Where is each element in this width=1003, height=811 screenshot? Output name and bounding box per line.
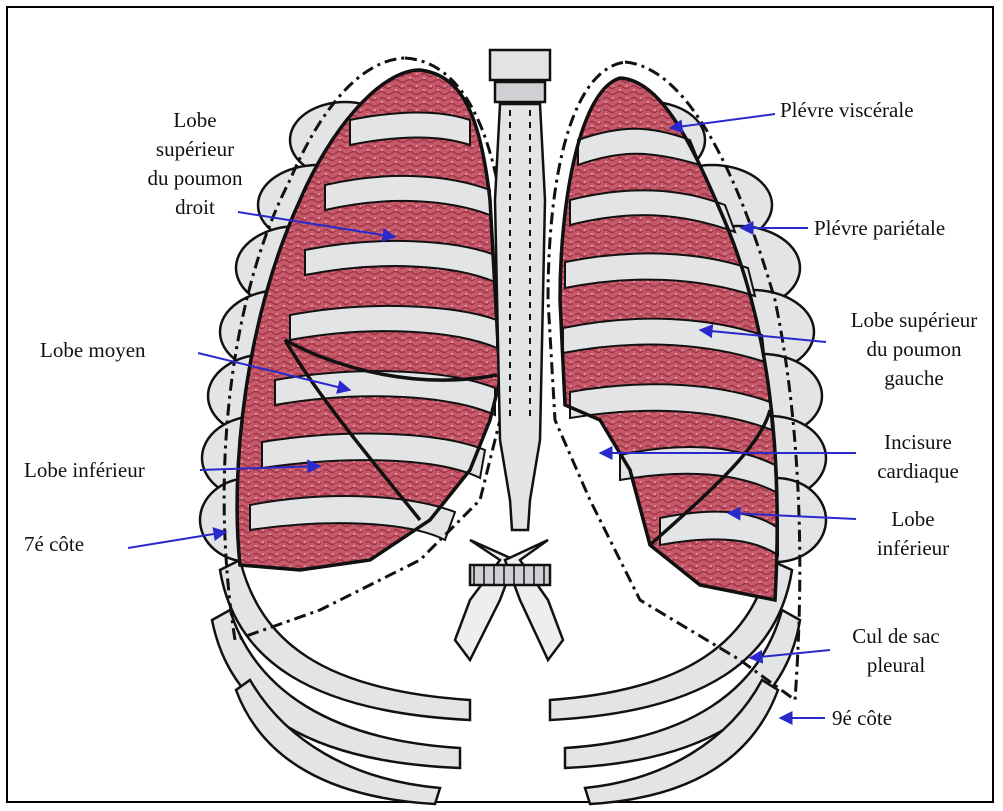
label-cote-7: 7é côte	[24, 530, 84, 559]
label-lobe-moyen: Lobe moyen	[40, 336, 146, 365]
lower-rib-arches	[212, 560, 800, 804]
label-incisure: Incisure cardiaque	[858, 428, 978, 486]
label-cul-de-sac: Cul de sac pleural	[836, 622, 956, 680]
label-lobe-sup-droit: Lobe supérieur du poumon droit	[130, 106, 260, 222]
label-lobe-sup-gauche: Lobe supérieur du poumon gauche	[828, 306, 1000, 393]
label-plevre-visc: Plévre viscérale	[780, 96, 914, 125]
label-lobe-inf-droit: Lobe inférieur	[24, 456, 145, 485]
label-plevre-pari: Plévre pariétale	[814, 214, 945, 243]
label-lobe-inf-gauche: Lobe inférieur	[858, 505, 968, 563]
label-cote-9: 9é côte	[832, 704, 892, 733]
costal-cartilage	[455, 540, 563, 660]
